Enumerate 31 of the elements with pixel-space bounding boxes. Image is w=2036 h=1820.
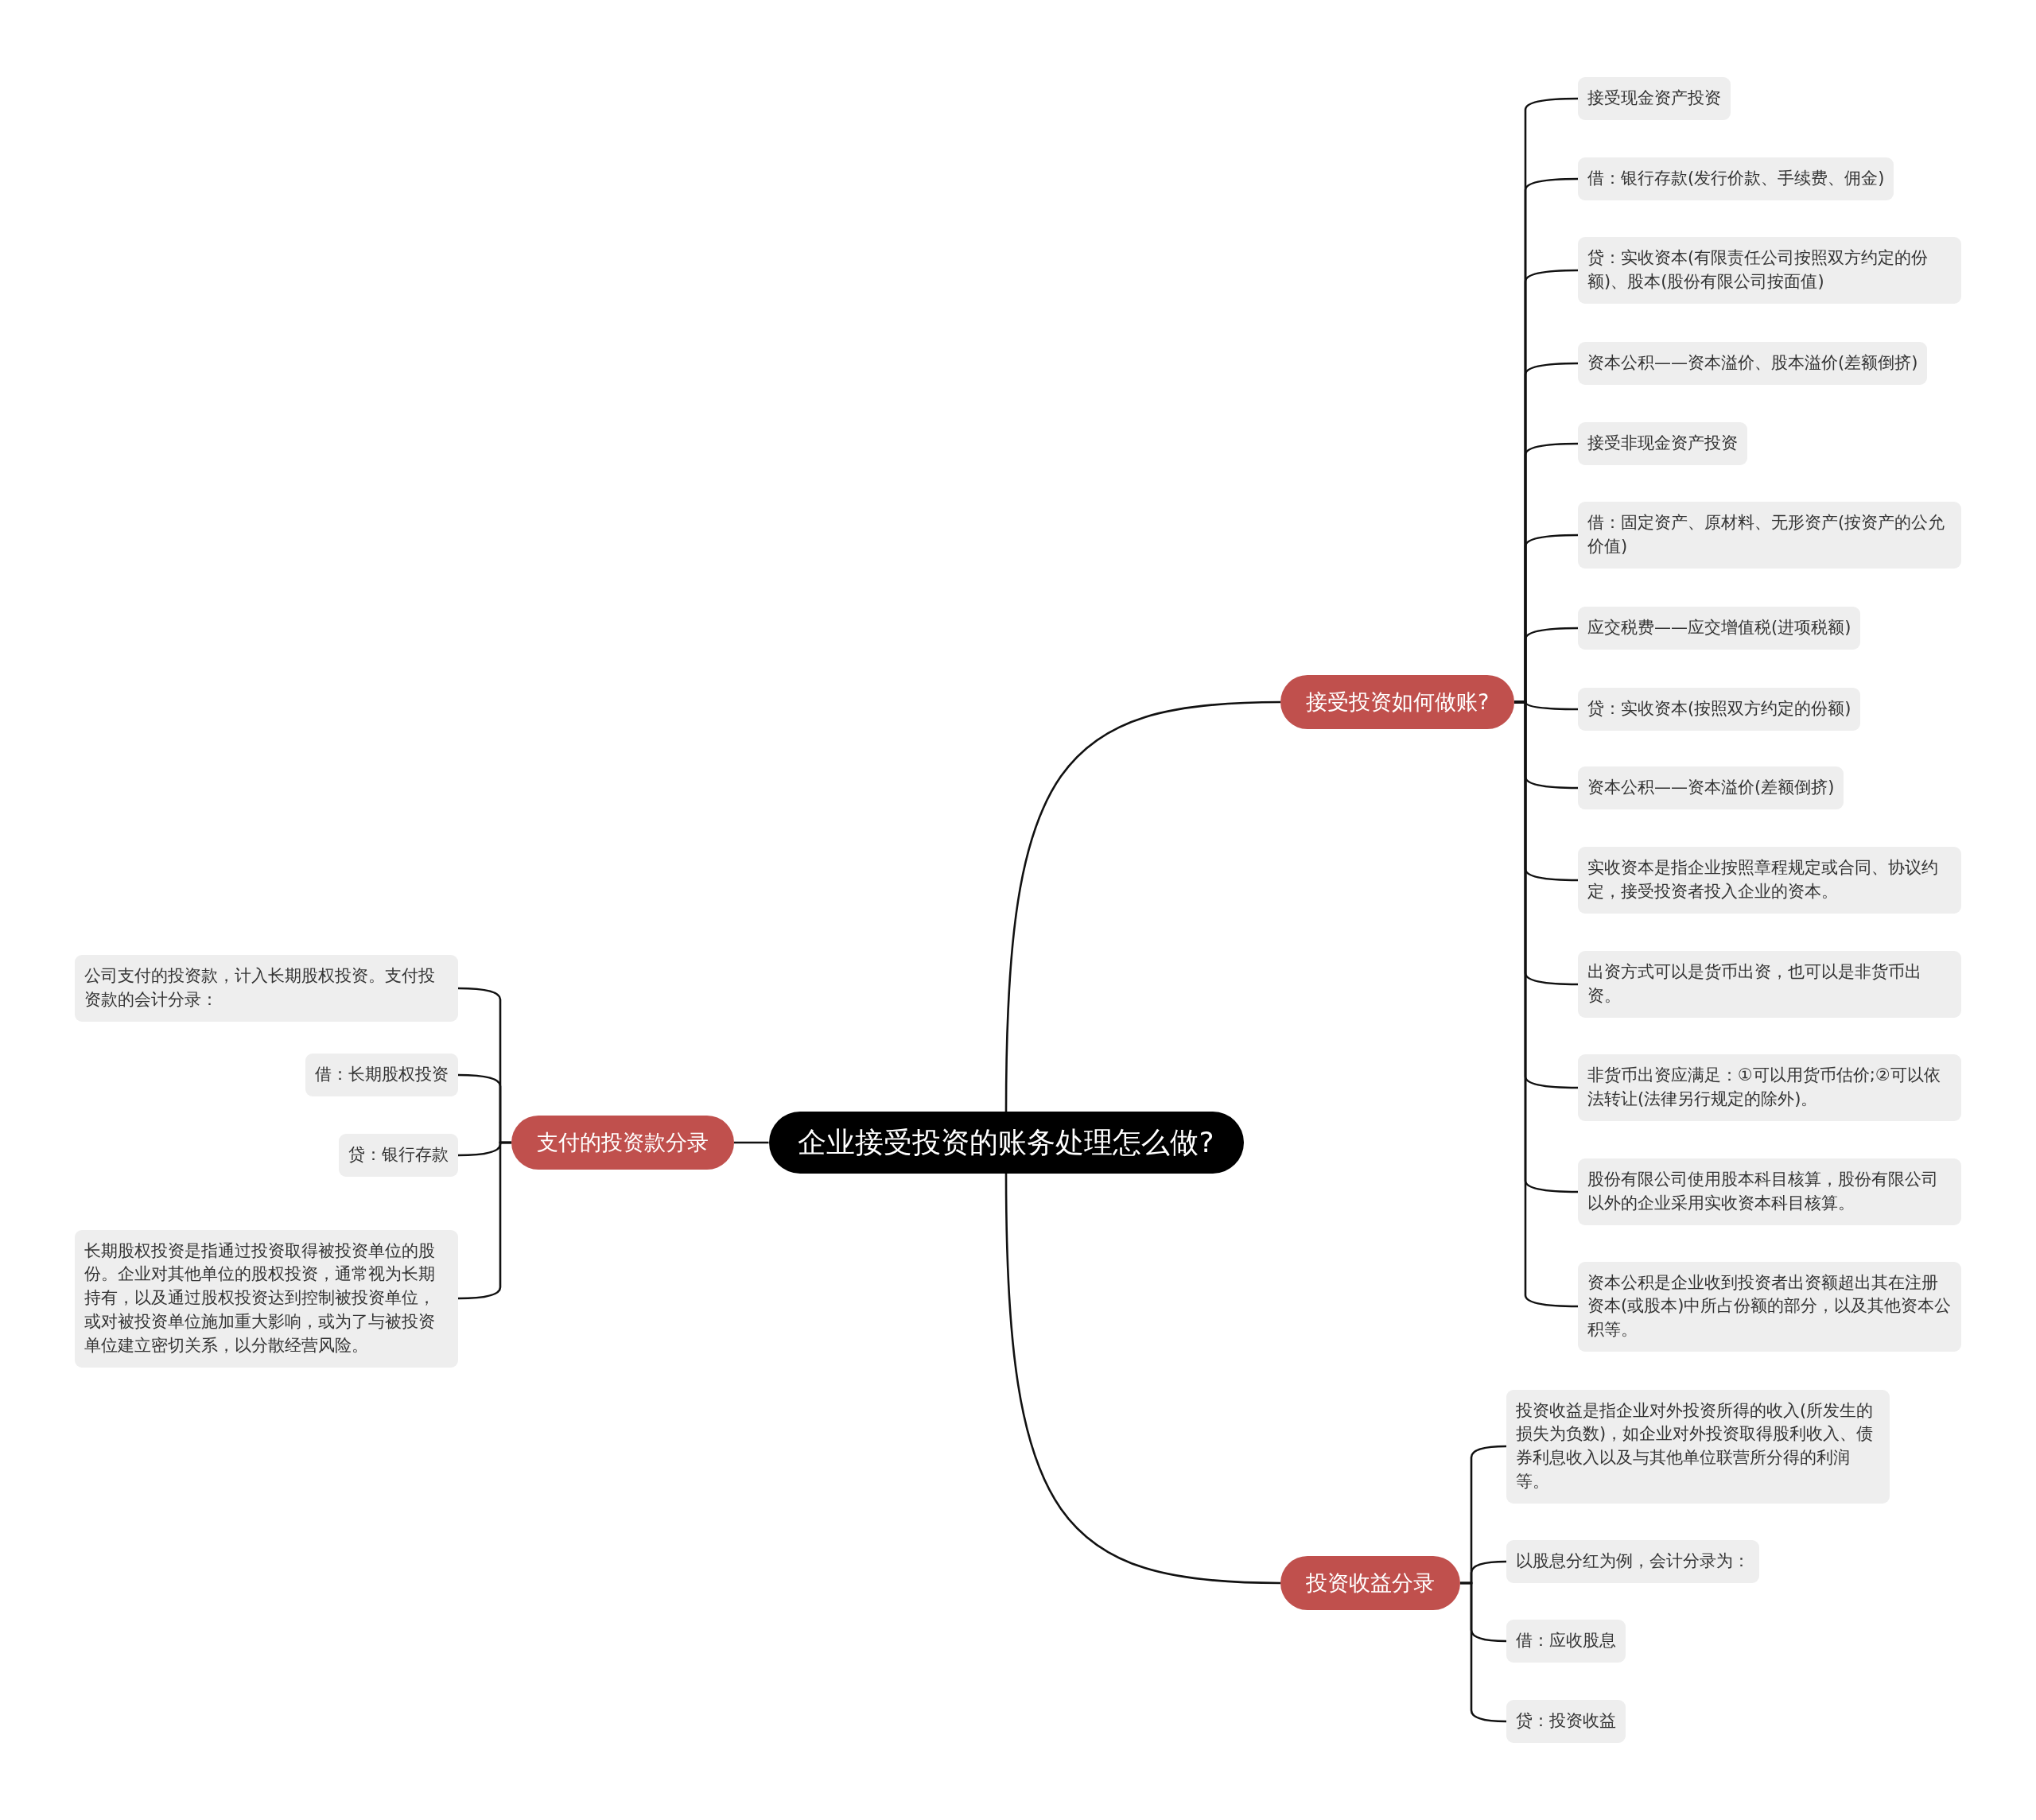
branch-topic-box: 接受投资如何做账?: [1280, 675, 1515, 729]
leaf-topic-box: 借：应收股息: [1506, 1620, 1626, 1663]
branch-topic-box: 投资收益分录: [1280, 1556, 1460, 1610]
leaf-topic-box: 接受非现金资产投资: [1578, 422, 1747, 465]
leaf-topic-box: 应交税费——应交增值税(进项税额): [1578, 607, 1861, 650]
leaf-topic-box: 出资方式可以是货币出资，也可以是非货币出资。: [1578, 951, 1961, 1018]
leaf-topic-box: 借：长期股权投资: [305, 1054, 458, 1096]
leaf-topic-box: 以股息分红为例，会计分录为：: [1506, 1540, 1759, 1583]
leaf-topic-box: 贷：银行存款: [339, 1134, 458, 1177]
leaf-topic-box: 股份有限公司使用股本科目核算，股份有限公司以外的企业采用实收资本科目核算。: [1578, 1158, 1961, 1225]
leaf-topic-box: 长期股权投资是指通过投资取得被投资单位的股份。企业对其他单位的股权投资，通常视为长期持有，以及通过股权投资达到控制被投资单位，或对被投资单位施加重大影响，或为了与被投资单位建立密切关系，以分散经营风险。: [75, 1229, 458, 1368]
leaf-topic-box: 资本公积——资本溢价、股本溢价(差额倒挤): [1578, 342, 1928, 385]
leaf-topic-box: 贷：实收资本(按照双方约定的份额): [1578, 688, 1861, 731]
connector-line: [1004, 1173, 1281, 1585]
leaf-topic-box: 贷：投资收益: [1506, 1700, 1626, 1743]
leaf-topic-box: 借：固定资产、原材料、无形资产(按资产的公允价值): [1578, 502, 1961, 569]
connector-line: [1460, 1581, 1506, 1723]
connector-line: [734, 1141, 769, 1144]
leaf-topic-box: 借：银行存款(发行价款、手续费、佣金): [1578, 157, 1894, 200]
connector-line: [1004, 700, 1281, 1112]
connector-line: [458, 1141, 511, 1300]
leaf-topic-box: 接受现金资产投资: [1578, 77, 1731, 120]
leaf-topic-box: 资本公积是企业收到投资者出资额超出其在注册资本(或股本)中所占份额的部分，以及其他资本公积等。: [1578, 1261, 1961, 1352]
central-topic-box: 企业接受投资的账务处理怎么做?: [768, 1112, 1244, 1174]
branch-topic-box: 支付的投资款分录: [511, 1116, 734, 1170]
leaf-topic-box: 非货币出资应满足：①可以用货币估价;②可以依法转让(法律另行规定的除外)。: [1578, 1054, 1961, 1121]
leaf-topic-box: 资本公积——资本溢价(差额倒挤): [1578, 766, 1844, 809]
leaf-topic-box: 投资收益是指企业对外投资所得的收入(所发生的损失为负数)，如企业对外投资取得股利收入、债券利息收入以及与其他单位联营所分得的利润等。: [1506, 1389, 1890, 1504]
leaf-topic-box: 实收资本是指企业按照章程规定或合同、协议约定，接受投资者投入企业的资本。: [1578, 847, 1961, 914]
leaf-topic-box: 公司支付的投资款，计入长期股权投资。支付投资款的会计分录：: [75, 955, 458, 1022]
leaf-topic-box: 贷：实收资本(有限责任公司按照双方约定的份额)、股本(股份有限公司按面值): [1578, 237, 1961, 304]
